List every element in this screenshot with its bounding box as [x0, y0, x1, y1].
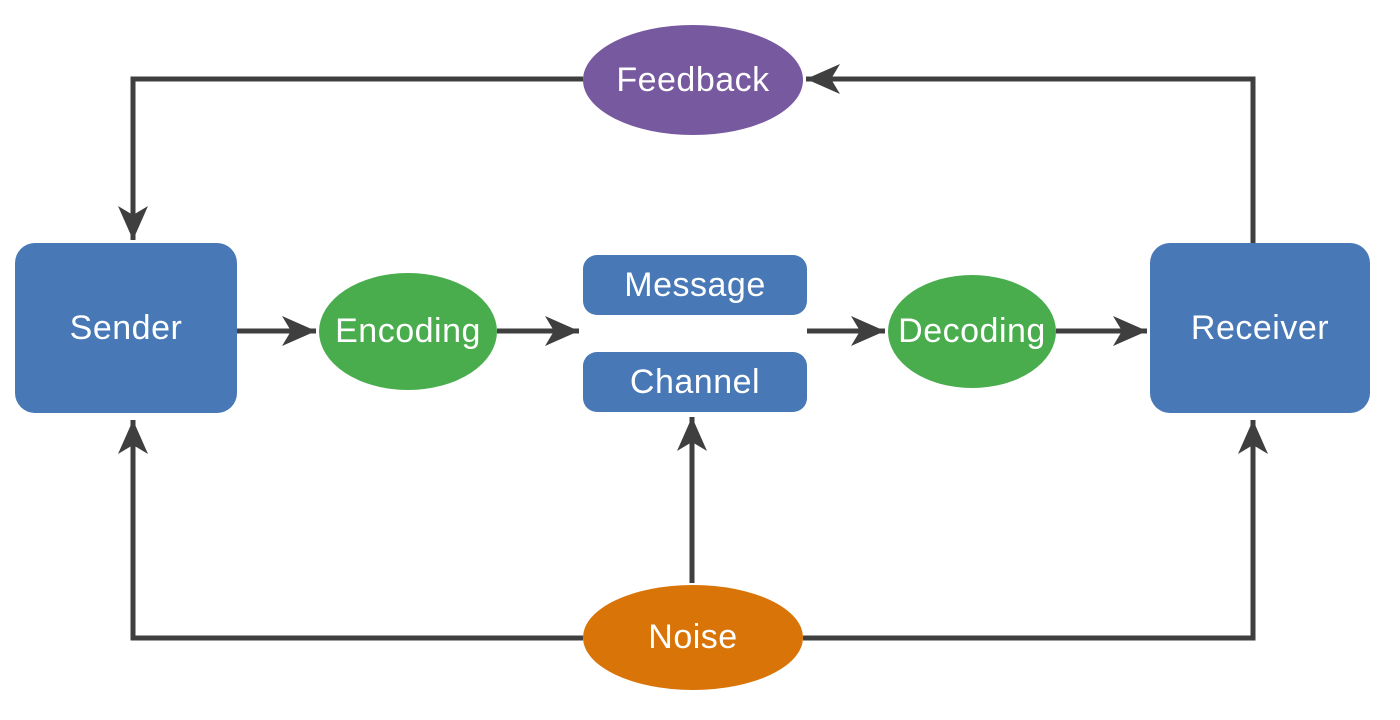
- node-channel: Channel: [583, 352, 807, 412]
- node-noise-label: Noise: [648, 618, 738, 656]
- node-feedback: Feedback: [583, 25, 803, 135]
- node-encoding: Encoding: [319, 273, 497, 390]
- edge-feedback-to-sender-arrow: [118, 76, 583, 240]
- edge-noise-to-receiver-arrow: [803, 420, 1268, 641]
- node-decoding: Decoding: [888, 275, 1056, 388]
- node-noise: Noise: [583, 585, 803, 690]
- node-decoding-label: Decoding: [898, 312, 1046, 350]
- node-message-label: Message: [624, 265, 766, 304]
- node-feedback-label: Feedback: [616, 60, 770, 99]
- node-sender-label: Sender: [69, 308, 183, 347]
- node-sender: Sender: [15, 243, 237, 413]
- node-receiver-label: Receiver: [1190, 308, 1330, 347]
- node-encoding-label: Encoding: [335, 312, 481, 350]
- node-message: Message: [583, 255, 807, 315]
- edge-receiver-to-feedback-arrow: [806, 64, 1256, 245]
- edge-noise-to-sender-arrow: [118, 420, 583, 641]
- node-receiver: Receiver: [1150, 243, 1370, 413]
- node-channel-label: Channel: [629, 362, 761, 401]
